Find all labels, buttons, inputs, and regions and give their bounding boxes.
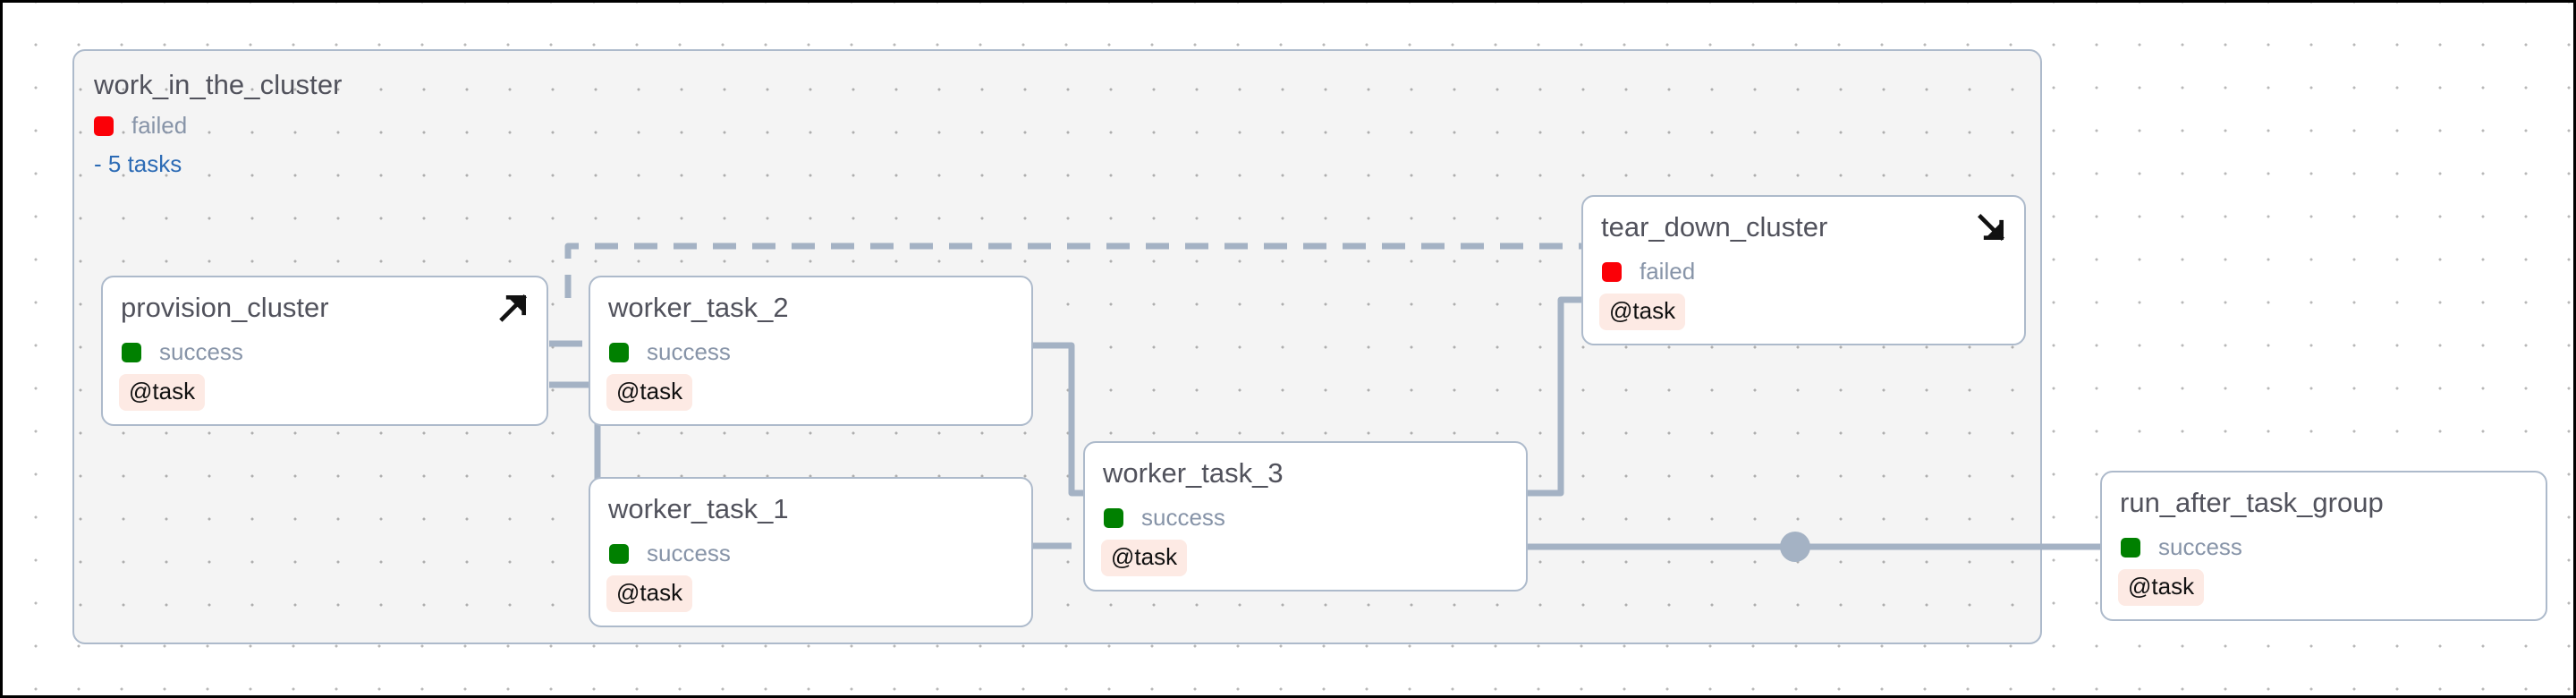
task-node-status: success <box>609 338 731 366</box>
status-swatch-success <box>609 342 629 362</box>
task-node-title: run_after_task_group <box>2120 487 2384 518</box>
task-node-status: success <box>2121 533 2242 561</box>
task-node-title: provision_cluster <box>121 292 329 323</box>
task-group-status: failed <box>94 112 343 140</box>
task-node-status: success <box>122 338 243 366</box>
task-node-status-label: success <box>647 338 731 365</box>
arrow-up-right-icon[interactable] <box>496 290 531 326</box>
task-node-title: worker_task_2 <box>608 292 789 323</box>
task-node-tear-down-cluster[interactable]: tear_down_cluster failed @task <box>1581 195 2026 345</box>
task-node-decorator-badge: @task <box>2118 569 2205 606</box>
task-node-status: failed <box>1602 258 1695 285</box>
task-node-decorator-badge: @task <box>1101 540 1188 576</box>
task-node-worker-task-2[interactable]: worker_task_2 success @task <box>589 276 1033 426</box>
task-node-worker-task-3[interactable]: worker_task_3 success @task <box>1083 441 1528 592</box>
task-node-worker-task-1[interactable]: worker_task_1 success @task <box>589 477 1033 627</box>
task-group-title: work_in_the_cluster <box>94 69 343 100</box>
status-swatch-failed <box>1602 261 1622 282</box>
task-node-status: success <box>609 540 731 567</box>
status-swatch-success <box>122 342 141 362</box>
arrow-down-right-icon[interactable] <box>1973 209 2009 245</box>
task-node-status-label: success <box>1141 504 1225 531</box>
task-node-decorator-badge: @task <box>119 374 206 411</box>
status-swatch-success <box>609 543 629 564</box>
task-node-title: worker_task_1 <box>608 493 789 524</box>
task-node-decorator-badge: @task <box>606 575 693 612</box>
task-node-title: worker_task_3 <box>1103 457 1284 489</box>
task-node-status-label: failed <box>1640 258 1696 285</box>
task-node-decorator-badge: @task <box>606 374 693 411</box>
task-node-status-label: success <box>2158 533 2242 560</box>
task-node-decorator-badge: @task <box>1599 294 1686 330</box>
task-node-status-label: success <box>159 338 243 365</box>
status-swatch-success <box>2121 537 2140 558</box>
task-group-status-label: failed <box>131 112 188 139</box>
task-node-status-label: success <box>647 540 731 566</box>
task-group-header: work_in_the_cluster failed - 5 tasks <box>94 71 343 178</box>
task-node-provision-cluster[interactable]: provision_cluster success @task <box>101 276 548 426</box>
task-node-run-after-task-group[interactable]: run_after_task_group success @task <box>2100 471 2547 621</box>
task-node-status: success <box>1104 504 1225 532</box>
status-swatch-failed <box>94 115 114 136</box>
task-group-tasks-toggle[interactable]: - 5 tasks <box>94 150 182 177</box>
status-swatch-success <box>1104 507 1123 528</box>
task-node-title: tear_down_cluster <box>1601 211 1828 243</box>
